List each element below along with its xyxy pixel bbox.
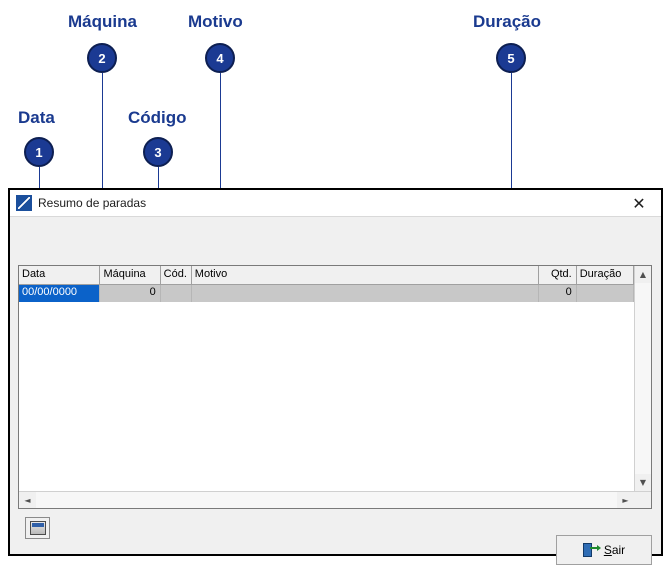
exit-door-icon [582,543,601,557]
table-row[interactable]: 00/00/0000 0 0 [19,285,634,302]
annotation-label-motivo: Motivo [188,12,243,31]
annotation-label-codigo: Código [128,108,187,127]
annotation-badge-2: 2 [87,43,117,73]
cell-data[interactable]: 00/00/0000 [19,285,101,302]
close-icon[interactable]: ✕ [632,193,646,213]
cell-duracao[interactable] [576,285,634,302]
grid-empty-area[interactable] [19,302,634,491]
annotation-leader-line-2 [102,73,103,258]
grid-horizontal-scrollbar[interactable]: ◄ ► [19,491,651,508]
annotation-label-data: Data [18,108,55,127]
grid-columns: Data Máquina Cód. Motivo Qtd. Duração 00… [19,266,634,491]
annotation-badge-3: 3 [143,137,173,167]
resumo-paradas-window: Resumo de paradas ✕ Data Máquina Cód. Mo… [8,188,663,565]
window-body: Data Máquina Cód. Motivo Qtd. Duração 00… [10,217,661,565]
scroll-left-icon[interactable]: ◄ [24,495,31,505]
scroll-down-icon[interactable]: ▼ [635,474,651,491]
grid-vertical-scrollbar[interactable]: ▲ ▼ [634,266,651,491]
hscroll-track[interactable] [36,492,617,508]
vscroll-track[interactable] [635,283,651,474]
grid-main: Data Máquina Cód. Motivo Qtd. Duração 00… [19,266,651,491]
exit-button[interactable]: Sair [556,535,652,565]
scroll-right-icon[interactable]: ► [622,495,629,505]
exit-button-label: Sair [604,543,625,557]
paradas-grid[interactable]: Data Máquina Cód. Motivo Qtd. Duração 00… [18,265,652,509]
column-header-qtd[interactable]: Qtd. [538,266,577,284]
exit-label-rest: ir [618,543,626,557]
exit-label-rest-a: a [611,543,619,557]
cell-cod[interactable] [160,285,192,302]
annotation-badge-1: 1 [24,137,54,167]
app-window-icon [16,195,32,211]
annotation-badge-4: 4 [205,43,235,73]
annotation-leader-line-5 [511,73,512,258]
cell-motivo[interactable] [191,285,539,302]
annotation-badge-5: 5 [496,43,526,73]
annotation-label-duracao: Duração [473,12,542,31]
column-header-data[interactable]: Data [19,266,101,284]
column-header-cod[interactable]: Cód. [160,266,192,284]
window-titlebar[interactable]: Resumo de paradas ✕ [10,190,661,217]
scrollbar-corner [634,492,651,508]
cell-maquina[interactable]: 0 [100,285,161,302]
grid-header-row: Data Máquina Cód. Motivo Qtd. Duração [19,266,634,285]
grid-inner: Data Máquina Cód. Motivo Qtd. Duração 00… [19,266,651,508]
export-icon [29,521,46,535]
scroll-up-icon[interactable]: ▲ [635,266,651,283]
cell-qtd[interactable]: 0 [538,285,577,302]
annotation-leader-line-4 [220,73,221,258]
window-title: Resumo de paradas [38,196,147,210]
column-header-duracao[interactable]: Duração [576,266,634,284]
column-header-maquina[interactable]: Máquina [100,266,161,284]
exit-accel-letter: S [603,543,612,557]
annotation-label-maquina: Máquina [68,12,137,31]
export-button[interactable] [25,517,50,539]
column-header-motivo[interactable]: Motivo [191,266,539,284]
